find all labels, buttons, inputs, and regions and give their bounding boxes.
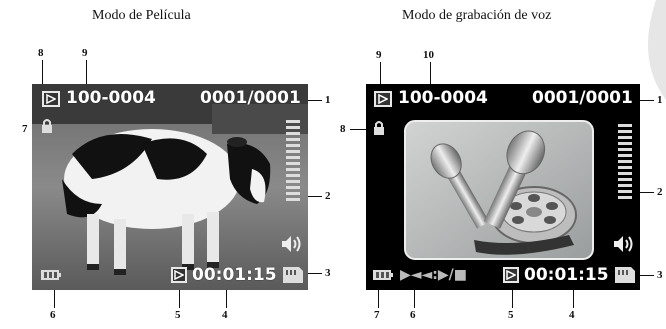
lock-icon [374, 121, 384, 135]
microphone-illustration-icon [404, 120, 594, 260]
callout-line [378, 290, 379, 308]
callout-line [380, 62, 381, 84]
speaker-icon [282, 236, 301, 252]
callout-5: 5 [175, 309, 181, 321]
callout-line [414, 290, 415, 308]
callout-2: 2 [325, 190, 331, 202]
callout-3: 3 [657, 269, 663, 281]
volume-bar-icon [286, 120, 300, 230]
cow-photo [32, 84, 308, 290]
memory-card-icon [615, 267, 635, 283]
callout-line [179, 290, 180, 308]
speaker-icon [614, 236, 633, 252]
elapsed-time: 00:01:15 [524, 265, 609, 285]
voice-recording-screen: 100-0004 0001/0001 [366, 84, 640, 290]
callout-line [86, 60, 87, 84]
callout-9: 9 [376, 49, 382, 61]
callout-5: 5 [508, 309, 514, 321]
callout-4: 4 [569, 309, 575, 321]
battery-icon [373, 270, 393, 280]
file-number: 100-0004 [398, 88, 488, 108]
volume-bar-icon [618, 124, 632, 224]
callout-8: 8 [340, 123, 346, 135]
play-mode-icon [374, 91, 392, 107]
play-status-icon [503, 267, 519, 283]
callout-3: 3 [325, 267, 331, 279]
callout-line [350, 129, 366, 130]
callout-6: 6 [50, 309, 56, 321]
callout-1: 1 [325, 94, 331, 106]
callout-7: 7 [22, 123, 28, 135]
callout-line [640, 275, 654, 276]
callout-line [573, 290, 574, 308]
right-panel-title: Modo de grabación de voz [402, 8, 552, 23]
elapsed-time: 00:01:15 [192, 265, 277, 285]
battery-icon [41, 270, 61, 280]
movie-mode-screen: 100-0004 0001/0001 00:01:15 [32, 84, 308, 290]
file-counter: 0001/0001 [200, 88, 301, 108]
callout-line [512, 290, 513, 308]
file-counter: 0001/0001 [532, 88, 633, 108]
callout-7: 7 [374, 309, 380, 321]
callout-10: 10 [423, 49, 434, 61]
callout-line [640, 100, 654, 101]
callout-4: 4 [222, 309, 228, 321]
page-curl-decoration [648, 0, 666, 100]
callout-line [640, 192, 654, 193]
lock-icon [42, 119, 52, 133]
callout-line [42, 60, 43, 84]
left-panel-title: Modo de Película [92, 8, 191, 23]
callout-8: 8 [38, 47, 44, 59]
callout-6: 6 [410, 309, 416, 321]
callout-1: 1 [657, 94, 663, 106]
callout-2: 2 [657, 186, 663, 198]
callout-line [54, 290, 55, 308]
callout-line [308, 196, 322, 197]
play-status-icon [171, 267, 187, 283]
playback-controls-hint: ▶◄◄:▶/■ [400, 267, 468, 283]
play-mode-icon [42, 91, 60, 107]
file-number: 100-0004 [66, 88, 156, 108]
callout-line [308, 100, 322, 101]
callout-9: 9 [82, 47, 88, 59]
callout-line [308, 273, 322, 274]
memory-card-icon [283, 267, 303, 283]
callout-line [430, 62, 431, 84]
callout-line [226, 290, 227, 308]
